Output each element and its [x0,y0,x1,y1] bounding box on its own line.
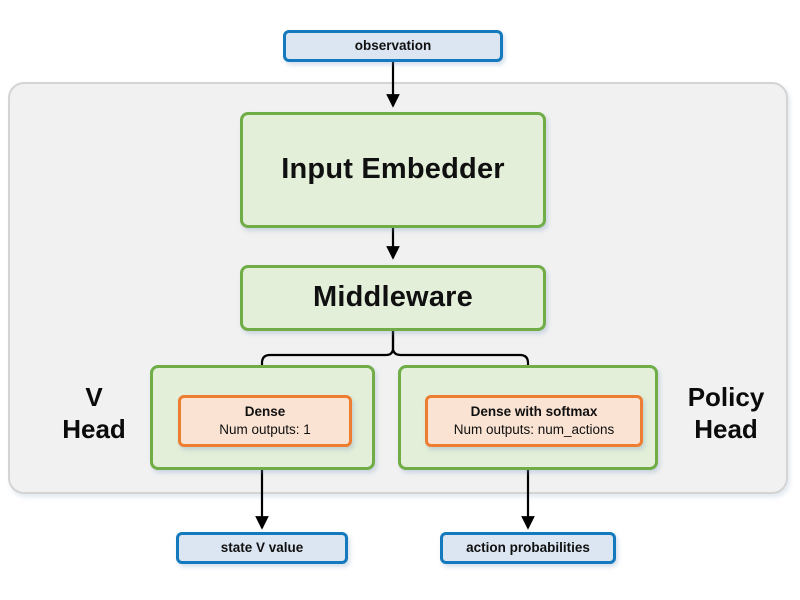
node-policy-head-dense-title: Dense with softmax [470,403,598,419]
group-policy-head[interactable]: Dense with softmax Num outputs: num_acti… [398,365,658,470]
node-state-v-value-label: state V value [220,539,304,555]
group-v-head[interactable]: Dense Num outputs: 1 [150,365,375,470]
node-observation-label: observation [354,37,432,53]
node-v-head-dense-detail: Num outputs: 1 [219,422,311,437]
caption-v-head-line1: V [85,382,103,412]
node-policy-head-dense-detail: Num outputs: num_actions [453,422,615,437]
caption-v-head-line2: Head [62,413,126,444]
node-input-embedder-label: Input Embedder [281,153,505,186]
node-middleware-label: Middleware [313,281,473,314]
node-v-head-dense-title: Dense [244,403,286,419]
node-input-embedder[interactable]: Input Embedder [240,112,546,228]
caption-policy-head-line2: Head [694,413,758,444]
node-state-v-value[interactable]: state V value [176,532,348,564]
caption-policy-head: Policy Head [664,382,788,445]
caption-v-head: V Head [38,382,150,445]
node-policy-head-dense[interactable]: Dense with softmax Num outputs: num_acti… [425,395,643,447]
node-observation[interactable]: observation [283,30,503,62]
node-v-head-dense[interactable]: Dense Num outputs: 1 [178,395,352,447]
node-middleware[interactable]: Middleware [240,265,546,331]
node-action-probabilities-label: action probabilities [466,539,590,555]
node-action-probabilities[interactable]: action probabilities [440,532,616,564]
caption-policy-head-line1: Policy [687,382,765,412]
